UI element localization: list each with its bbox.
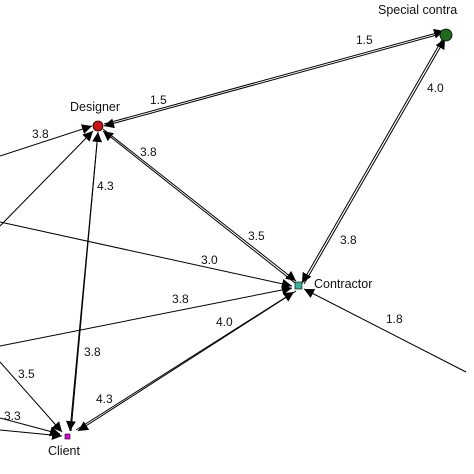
weight-label: 3.8 bbox=[140, 145, 157, 159]
weight-label: 3.8 bbox=[340, 233, 357, 247]
edge-special-to-designer bbox=[103, 32, 445, 129]
edge-designer-to-contractor bbox=[102, 128, 297, 282]
node-client[interactable] bbox=[64, 433, 71, 440]
weight-label: 1.8 bbox=[386, 312, 403, 326]
edge-special-to-contractor bbox=[301, 37, 444, 284]
node-label-contractor: Contractor bbox=[314, 277, 372, 291]
node-label-designer: Designer bbox=[70, 100, 120, 114]
weight-label: 3.8 bbox=[32, 127, 49, 141]
edge-client-to-designer bbox=[70, 131, 103, 432]
weight-label: 3.5 bbox=[248, 229, 265, 243]
weight-label: 4.0 bbox=[427, 81, 444, 95]
edge-left-to-contractor-a bbox=[0, 221, 293, 289]
edge-left-to-client-c bbox=[0, 429, 63, 441]
edge-contractor-to-designer bbox=[102, 130, 296, 284]
weight-label: 3.8 bbox=[84, 345, 101, 359]
edge-left-to-designer bbox=[0, 124, 93, 157]
edge-designer-to-special bbox=[103, 28, 445, 125]
edge-right-to-contractor bbox=[303, 288, 467, 373]
weight-label: 1.5 bbox=[150, 93, 167, 107]
weight-label: 3.5 bbox=[18, 367, 35, 381]
node-contractor[interactable] bbox=[294, 281, 303, 290]
weight-label: 1.5 bbox=[356, 33, 373, 47]
edge-left-to-client-a bbox=[0, 361, 63, 433]
weight-label: 3.3 bbox=[4, 409, 21, 423]
node-special-contractor[interactable] bbox=[439, 28, 453, 42]
weight-label: 3.8 bbox=[172, 292, 189, 306]
weight-label: 4.3 bbox=[96, 392, 113, 406]
edge-contractor-to-special bbox=[303, 38, 446, 285]
node-designer[interactable] bbox=[92, 120, 104, 132]
node-label-special-contractor: Special contra bbox=[378, 3, 457, 17]
weight-label: 3.0 bbox=[201, 253, 218, 267]
edge-left-to-contractor-b bbox=[0, 285, 293, 347]
edge-left-to-client-b bbox=[0, 417, 61, 437]
edge-client-to-contractor bbox=[75, 291, 295, 431]
edge-left-to-designer-2 bbox=[0, 130, 94, 227]
weight-label: 4.0 bbox=[216, 315, 233, 329]
edge-contractor-to-client bbox=[77, 290, 297, 432]
node-label-client: Client bbox=[48, 444, 80, 458]
weight-label: 4.3 bbox=[97, 179, 114, 193]
